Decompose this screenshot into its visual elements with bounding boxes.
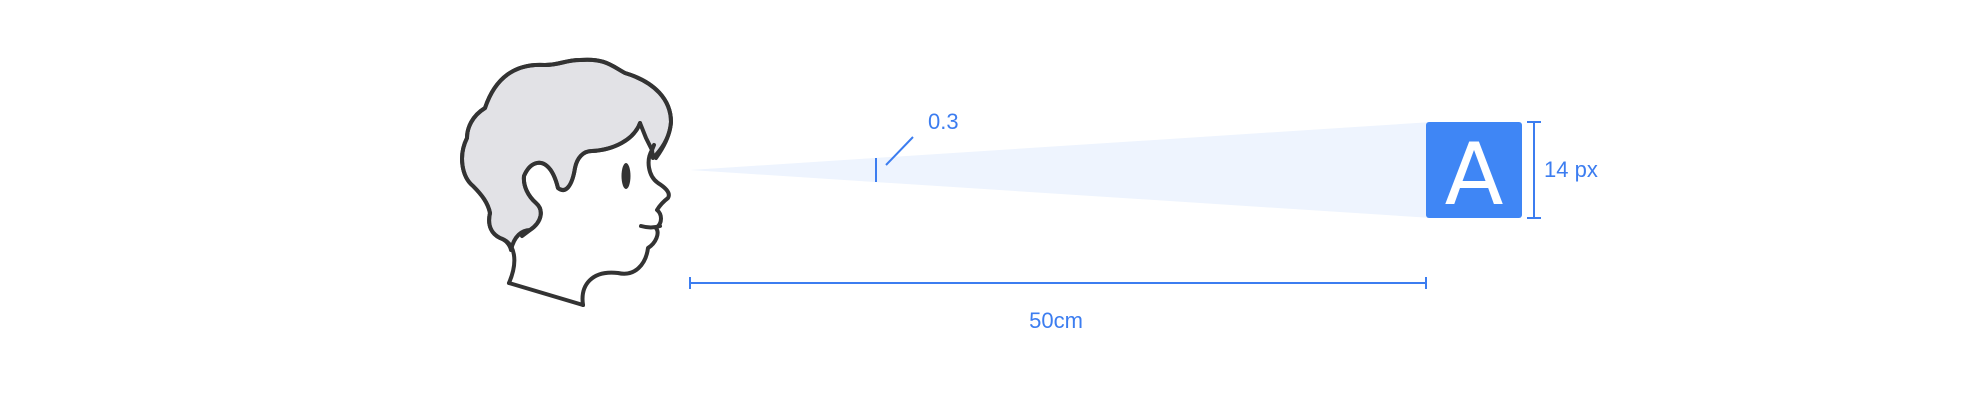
distance-dimension [689,277,1427,289]
distance-label: 50cm [1029,308,1083,333]
angle-marker [875,136,914,182]
sight-cone [690,122,1432,218]
eye-icon [621,163,631,189]
person-head-profile-icon [460,57,673,307]
size-bracket [1527,121,1541,219]
angle-label: 0.3 [928,109,959,134]
letter-sample-box [1426,122,1522,218]
letter-sample-text: A [1445,125,1504,225]
size-label: 14 px [1544,157,1598,182]
